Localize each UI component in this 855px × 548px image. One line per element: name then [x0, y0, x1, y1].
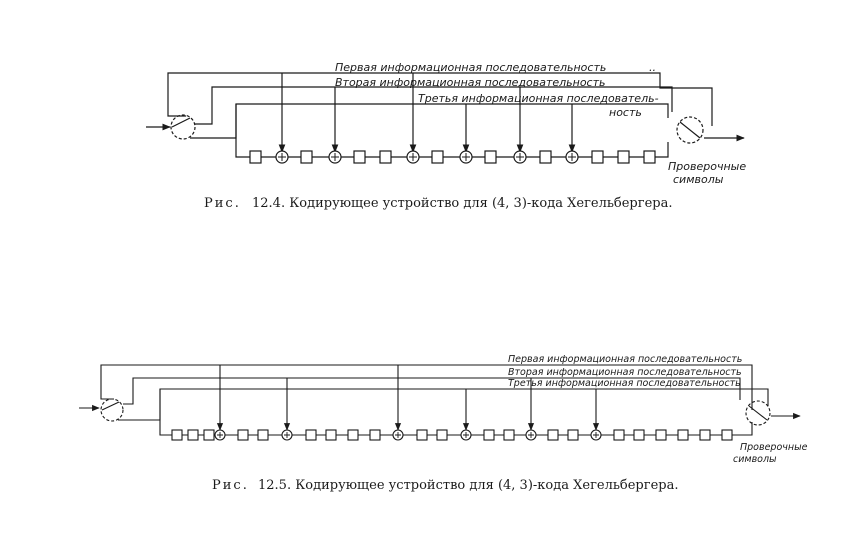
seq1-line-2 — [100, 364, 753, 410]
fig2-seq3-label: Третья информационная последовательность — [508, 378, 741, 389]
fig1-seq1-tail: .. — [649, 61, 656, 74]
seq2-line — [195, 86, 673, 125]
fig2-seq1-label: Первая информационная последовательность — [508, 354, 742, 365]
fig1-seq3-label-cont: ность — [609, 106, 642, 119]
seq3-line-2 — [118, 388, 769, 421]
fig1-seq3-label: Третья информационная последователь- — [418, 92, 659, 105]
seq1-line — [167, 72, 713, 126]
output-commutator-1 — [676, 116, 704, 144]
input-commutator-2 — [100, 398, 124, 422]
fig1-caption: 12.4. Кодирующее устройство для (4, 3)-к… — [252, 196, 672, 211]
fig2-seq2-label: Вторая информационная последовательность — [508, 367, 742, 378]
fig2-caption-prefix: Рис. — [212, 478, 249, 493]
fig1-seq2-label: Вторая информационная последовательность — [335, 76, 606, 89]
fig1-check-label-2: символы — [673, 173, 724, 186]
fig2-check-label-2: символы — [733, 454, 777, 465]
register-line-1 — [235, 104, 669, 158]
output-commutator-2 — [745, 400, 771, 426]
input-commutator-1 — [170, 114, 196, 140]
fig2-check-label-1: Проверочные — [740, 442, 808, 453]
figure-12-4 — [146, 72, 745, 164]
fig1-caption-prefix: Рис. — [204, 196, 241, 211]
seq2-line-2 — [123, 377, 741, 405]
seq3-line — [190, 103, 669, 139]
register-line-2 — [159, 389, 753, 436]
fig1-check-label-1: Проверочные — [668, 160, 746, 173]
fig2-caption: 12.5. Кодирующее устройство для (4, 3)-к… — [258, 478, 678, 493]
fig1-seq1-label: Первая информационная последовательность — [335, 61, 606, 74]
figure-12-5 — [79, 364, 801, 441]
